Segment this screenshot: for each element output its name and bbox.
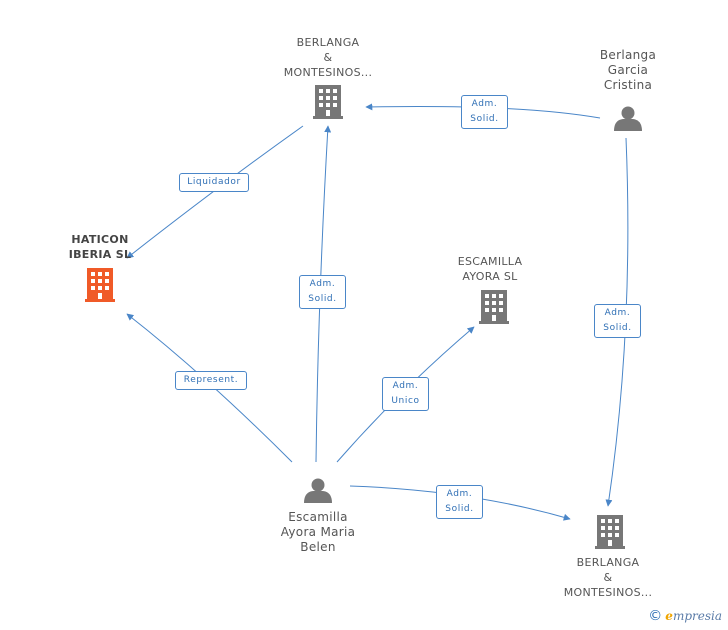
building-icon-berlanga-top[interactable] — [313, 85, 343, 119]
building-icon-berlanga-bottom[interactable] — [595, 515, 625, 549]
edge-label-represent[interactable]: Represent. — [175, 371, 247, 390]
copyright-icon: © — [648, 608, 663, 624]
edge-label-adm-solid-right[interactable]: Adm. Solid. — [594, 304, 641, 338]
edge-label-liquidador[interactable]: Liquidador — [179, 173, 249, 192]
node-label-berlanga-garcia[interactable]: Berlanga Garcia Cristina — [599, 48, 657, 92]
node-label-escamilla-ayora-sl[interactable]: ESCAMILLA AYORA SL — [457, 255, 523, 283]
edge-label-adm-solid-center[interactable]: Adm. Solid. — [299, 275, 346, 309]
person-icon-berlanga-garcia[interactable] — [614, 106, 642, 132]
person-icon-escamilla-maria[interactable] — [304, 478, 332, 504]
node-label-berlanga-bottom[interactable]: BERLANGA & MONTESINOS... — [563, 556, 653, 599]
node-label-berlanga-top[interactable]: BERLANGA & MONTESINOS... — [283, 36, 373, 79]
node-label-escamilla-maria[interactable]: Escamilla Ayora Maria Belen — [280, 510, 356, 554]
building-icon-escamilla-ayora-sl[interactable] — [479, 290, 509, 324]
building-icon-haticon[interactable] — [85, 268, 115, 302]
footer-brand: ©empresia — [648, 608, 722, 624]
edge-liquidador — [126, 125, 304, 259]
edge-label-adm-solid-top[interactable]: Adm. Solid. — [461, 95, 508, 129]
edge-label-adm-solid-bottom[interactable]: Adm. Solid. — [436, 485, 483, 519]
edge-label-adm-unico[interactable]: Adm. Unico — [382, 377, 429, 411]
brand-logo: empresia — [665, 609, 722, 623]
node-label-haticon[interactable]: HATICON IBERIA SL — [68, 233, 132, 261]
